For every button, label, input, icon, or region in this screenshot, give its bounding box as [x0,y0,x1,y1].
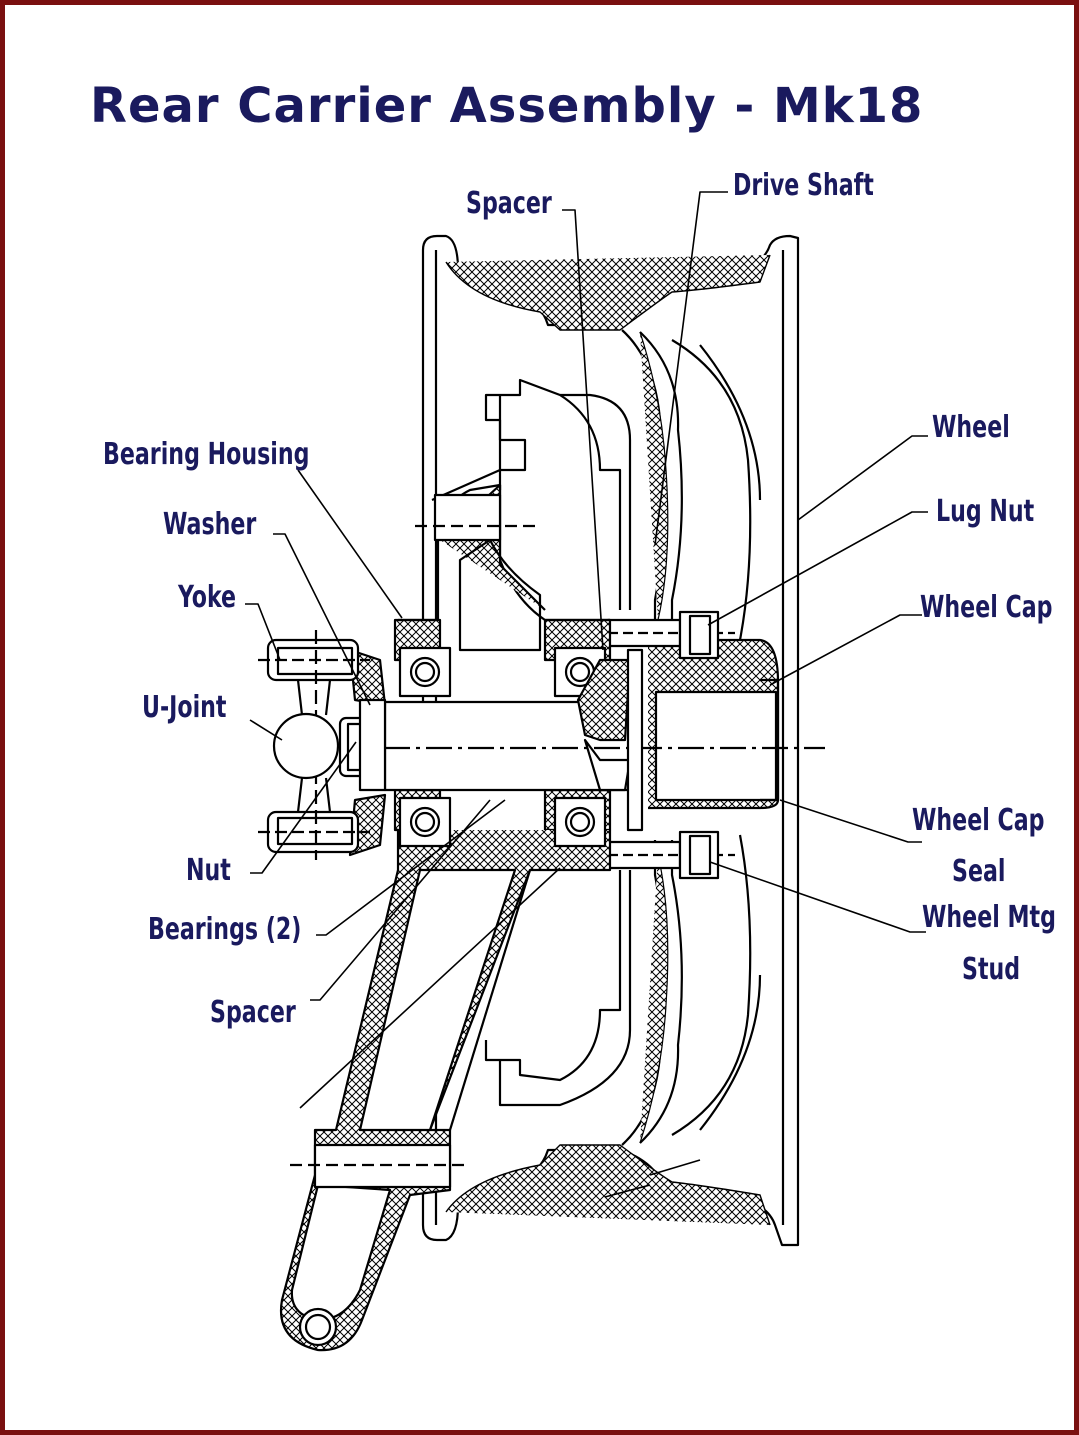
label-wheel-mtg-stud-line2: Stud [962,952,1021,987]
label-wheel-cap-seal-line1: Wheel Cap [912,803,1045,838]
bearings [398,646,607,848]
wheel-rim [421,234,800,1247]
label-yoke: Yoke [178,580,237,615]
leader-lines [245,191,928,1198]
wheel-cap [648,638,780,810]
label-bearing-housing: Bearing Housing [103,437,310,472]
label-wheel-cap-seal-line2: Seal [952,854,1006,889]
label-wheel-mtg-stud-line1: Wheel Mtg [922,900,1056,935]
diagram-title: Rear Carrier Assembly - Mk18 [90,78,924,134]
label-nut: Nut [186,853,231,888]
label-lug-nut: Lug Nut [936,494,1035,529]
label-bearings: Bearings (2) [148,912,302,947]
label-wheel-cap: Wheel Cap [920,590,1053,625]
label-spacer-top: Spacer [466,186,552,221]
label-spacer-bottom: Spacer [210,995,296,1030]
lug-nuts [606,610,735,880]
label-washer: Washer [163,507,257,542]
label-wheel: Wheel [932,410,1010,445]
label-u-joint: U-Joint [142,690,227,725]
yoke-ujoint [258,630,387,860]
label-drive-shaft: Drive Shaft [733,168,874,203]
